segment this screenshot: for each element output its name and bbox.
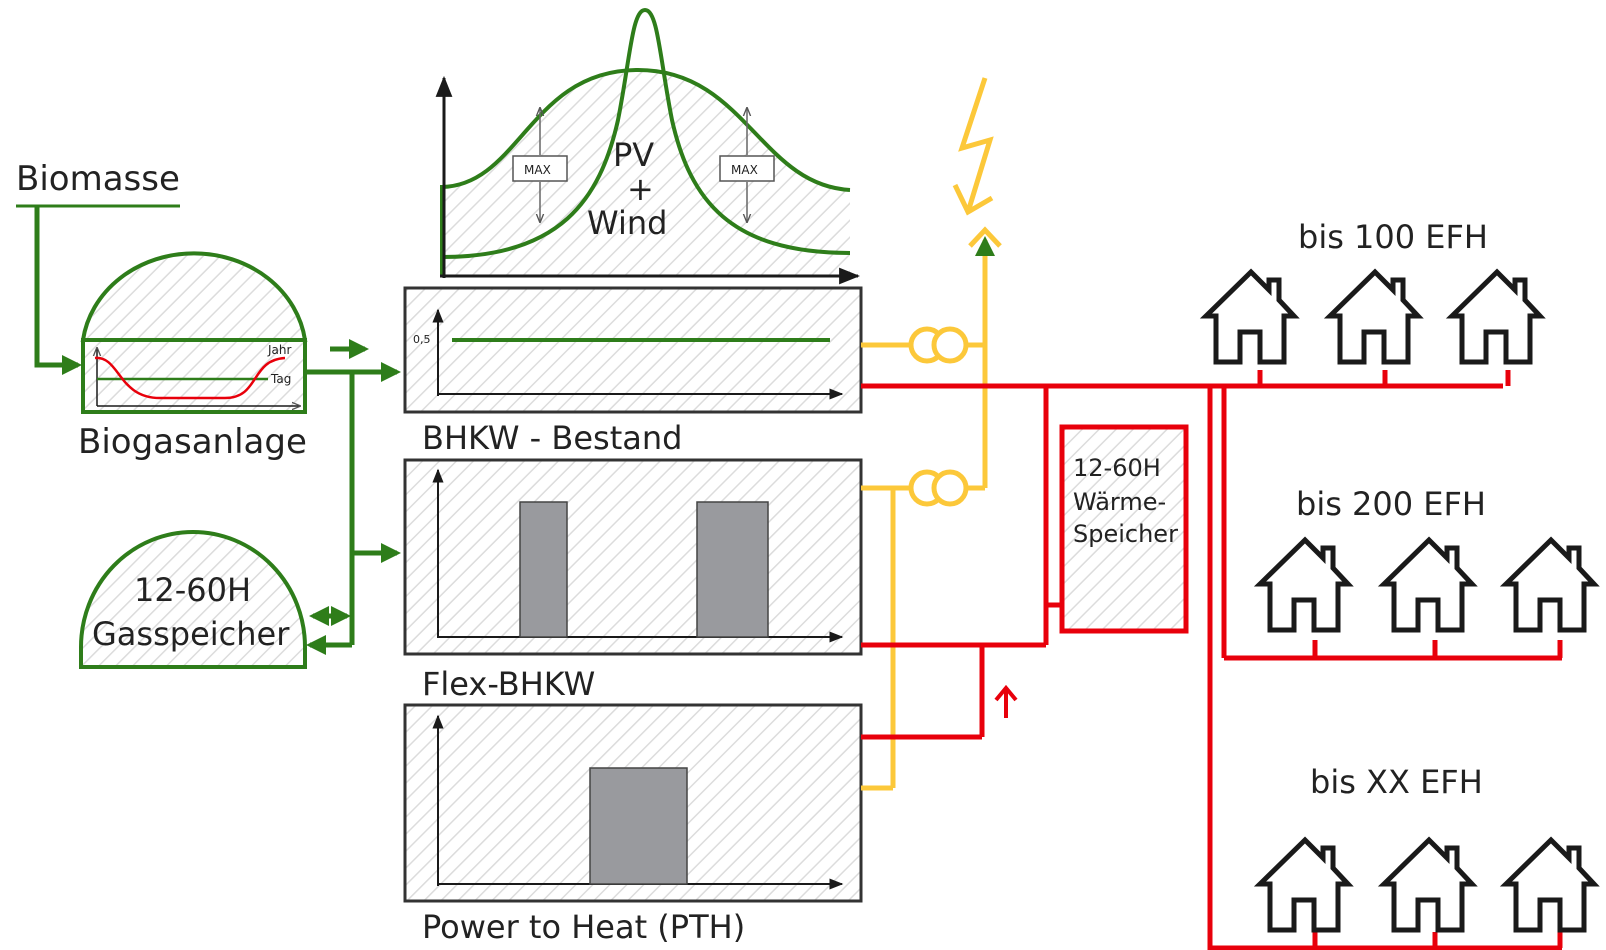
flex-bhkw-block-1: [519, 501, 568, 638]
biogas-plant-label: Biogasanlage: [78, 422, 307, 462]
gas-storage-label-1: 12-60H: [134, 571, 251, 609]
heat-up-arrow: [994, 684, 1018, 718]
dome-icon: [79, 530, 307, 669]
dome-icon: [80, 251, 308, 342]
house-group-3-label: bis XX EFH: [1310, 763, 1483, 801]
heat-lines: [861, 370, 1563, 950]
wind-label: Wind: [587, 204, 667, 242]
biogas-year-curve: [94, 356, 286, 400]
house-group-1-label: bis 100 EFH: [1298, 218, 1488, 256]
pv-wind-area: [442, 70, 850, 276]
flex-bhkw-block-2: [696, 501, 769, 638]
max-right-box: [719, 155, 775, 182]
heat-storage-label-1: 12-60H: [1073, 454, 1161, 482]
pth-label: Power to Heat (PTH): [422, 908, 745, 946]
house-icon: [1384, 540, 1472, 630]
pth: [403, 703, 863, 903]
transformer-icon: [908, 326, 969, 507]
gas-lines: [305, 339, 401, 655]
gas-storage-label-2: Gasspeicher: [92, 615, 290, 653]
lightning-icon: [952, 77, 994, 216]
flex-bhkw-box: [403, 458, 863, 656]
max-right-label: MAX: [731, 163, 758, 177]
bhkw-existing-tick: 0,5: [413, 333, 431, 346]
electricity-lines: [861, 77, 995, 791]
biogas-plant: Jahr Tag: [80, 251, 308, 414]
biogas-chart-box: [81, 338, 307, 414]
pv-wind-chart: MAX MAX PV + Wind: [435, 7, 861, 285]
flex-bhkw: [403, 458, 863, 656]
house-icon: [1260, 540, 1348, 630]
bhkw-existing-label: BHKW - Bestand: [422, 419, 682, 457]
pv-plus-label: +: [627, 170, 654, 208]
max-left-label: MAX: [524, 163, 551, 177]
house-icon: [1260, 840, 1348, 930]
heat-storage-label-3: Speicher: [1073, 520, 1178, 548]
biogas-day-label: Tag: [270, 372, 291, 386]
flex-bhkw-label: Flex-BHKW: [422, 665, 595, 703]
house-icon: [1206, 272, 1294, 362]
house-icon: [1506, 540, 1594, 630]
house-icon: [1452, 272, 1540, 362]
pth-block: [589, 767, 688, 885]
pv-peak-curve: [440, 67, 851, 276]
gas-storage: [79, 530, 307, 669]
house-group-2-label: bis 200 EFH: [1296, 485, 1486, 523]
pv-label: PV: [613, 136, 654, 174]
heat-storage-box: [1059, 424, 1189, 634]
wind-curve: [441, 7, 851, 259]
heat-storage-label-2: Wärme-: [1073, 488, 1166, 516]
biomass-feed-arrow: [34, 206, 82, 375]
house-icon: [1384, 840, 1472, 930]
bhkw-existing-box: [403, 286, 863, 414]
biogas-year-label: Jahr: [267, 343, 291, 357]
grid-up-arrowhead: [968, 226, 1002, 248]
bhkw-existing: 0,5: [403, 286, 863, 414]
max-left-box: [512, 155, 568, 182]
house-icon: [1506, 840, 1594, 930]
house-icon: [1330, 272, 1418, 362]
biomass-label: Biomasse: [16, 159, 180, 199]
